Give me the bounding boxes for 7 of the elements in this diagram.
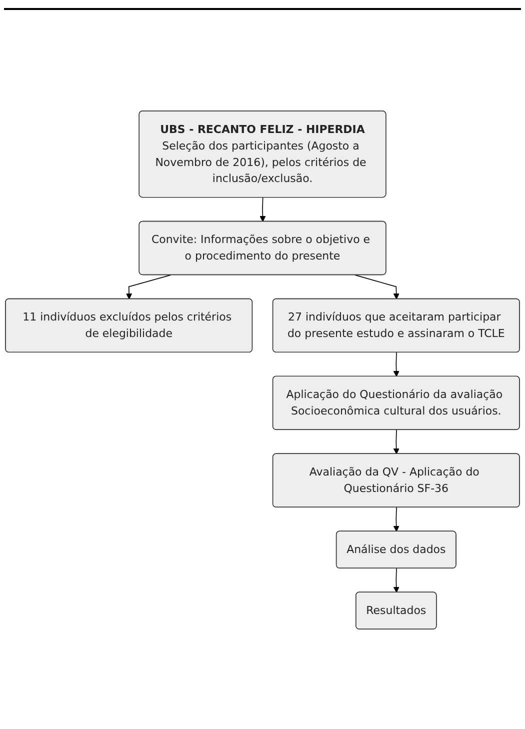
arrow: [260, 197, 266, 222]
arrow: [393, 568, 400, 593]
arrow: [393, 430, 400, 454]
arrow: [126, 274, 171, 300]
arrow: [354, 274, 400, 300]
arrow: [393, 352, 400, 377]
arrow: [393, 507, 400, 532]
